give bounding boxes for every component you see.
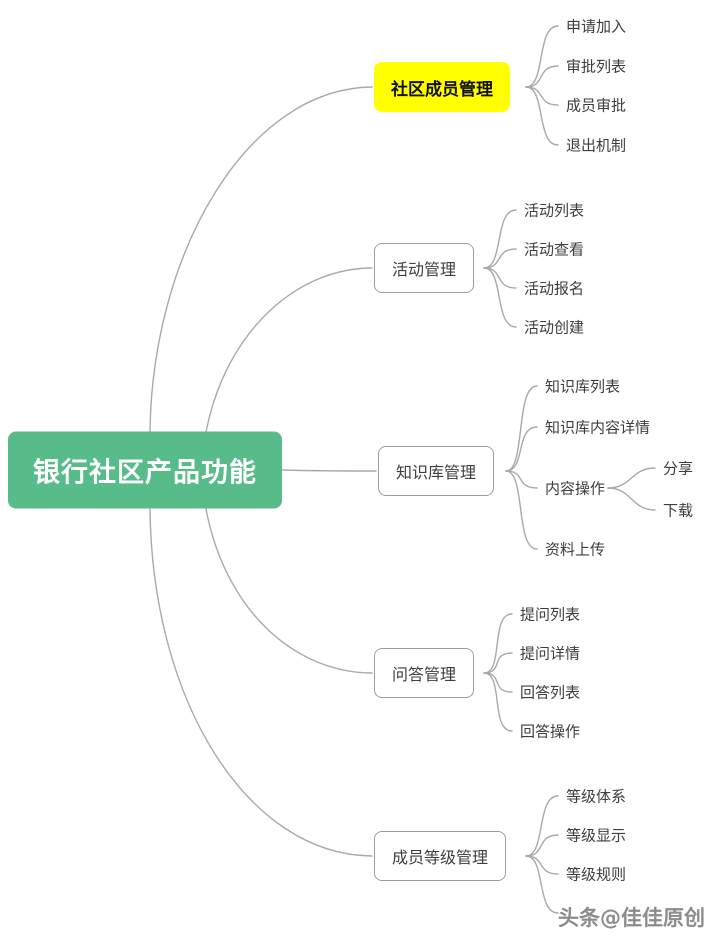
node-download[interactable]: 下载 xyxy=(663,501,694,520)
connector-root-branch1 xyxy=(149,86,373,433)
connector-b3-c2 xyxy=(505,426,538,472)
connector-b1-c2 xyxy=(525,65,559,88)
branch-knowledge-base-management[interactable]: 知识库管理 xyxy=(378,446,495,496)
connector-root-branch5 xyxy=(149,508,373,857)
node-level-system[interactable]: 等级体系 xyxy=(566,787,627,806)
branch-member-level-management[interactable]: 成员等级管理 xyxy=(374,831,507,881)
node-content-operations[interactable]: 内容操作 xyxy=(545,479,606,498)
node-level-rules[interactable]: 等级规则 xyxy=(566,865,627,884)
node-activity-list[interactable]: 活动列表 xyxy=(524,201,585,220)
node-apply-to-join[interactable]: 申请加入 xyxy=(566,17,627,36)
watermark: 头条@佳佳原创 xyxy=(558,906,705,930)
branch-activity-management[interactable]: 活动管理 xyxy=(374,243,475,293)
connector-b3c3-s1 xyxy=(607,467,656,489)
connector-b3-c3 xyxy=(505,470,538,489)
node-material-upload[interactable]: 资料上传 xyxy=(545,540,606,559)
connector-b4-c4 xyxy=(483,672,513,732)
connector-b4-c3 xyxy=(483,672,513,693)
connector-b2-c3 xyxy=(483,267,517,289)
connector-b1-c4 xyxy=(525,86,559,146)
node-question-list[interactable]: 提问列表 xyxy=(520,605,581,624)
root-node-bank-community-product-features[interactable]: 银行社区产品功能 xyxy=(8,431,282,509)
node-activity-view[interactable]: 活动查看 xyxy=(524,240,585,259)
node-answer-list[interactable]: 回答列表 xyxy=(520,683,581,702)
node-exit-mechanism[interactable]: 退出机制 xyxy=(566,136,627,155)
connector-b2-c1 xyxy=(483,209,517,269)
node-share[interactable]: 分享 xyxy=(663,459,694,478)
connector-root-branch4 xyxy=(205,508,373,674)
connector-b4-c2 xyxy=(483,652,513,674)
node-kb-list[interactable]: 知识库列表 xyxy=(545,377,621,396)
connector-b3-c4 xyxy=(505,470,538,550)
connector-root-branch3 xyxy=(281,469,377,472)
node-answer-operations[interactable]: 回答操作 xyxy=(520,722,581,741)
branch-qa-management[interactable]: 问答管理 xyxy=(374,648,475,698)
node-approval-list[interactable]: 审批列表 xyxy=(566,57,627,76)
node-activity-signup[interactable]: 活动报名 xyxy=(524,279,585,298)
branch-community-member-management[interactable]: 社区成员管理 xyxy=(374,62,510,112)
node-kb-content-detail[interactable]: 知识库内容详情 xyxy=(545,418,651,437)
connector-b5-c3 xyxy=(525,855,559,875)
node-member-approval[interactable]: 成员审批 xyxy=(566,96,627,115)
connector-b5-c2 xyxy=(525,834,559,857)
connector-b1-c1 xyxy=(525,25,559,88)
connector-b3c3-s2 xyxy=(607,487,656,511)
connector-b2-c4 xyxy=(483,267,517,328)
connector-b2-c2 xyxy=(483,248,517,269)
connector-b4-c1 xyxy=(483,613,513,674)
node-activity-create[interactable]: 活动创建 xyxy=(524,318,585,337)
connector-root-branch2 xyxy=(205,267,373,433)
connector-b5-c1 xyxy=(525,795,559,857)
node-question-detail[interactable]: 提问详情 xyxy=(520,644,581,663)
connector-b1-c3 xyxy=(525,86,559,106)
node-level-display[interactable]: 等级显示 xyxy=(566,826,627,845)
connector-b3-c1 xyxy=(505,385,538,472)
connector-b5-c4 xyxy=(525,855,559,914)
